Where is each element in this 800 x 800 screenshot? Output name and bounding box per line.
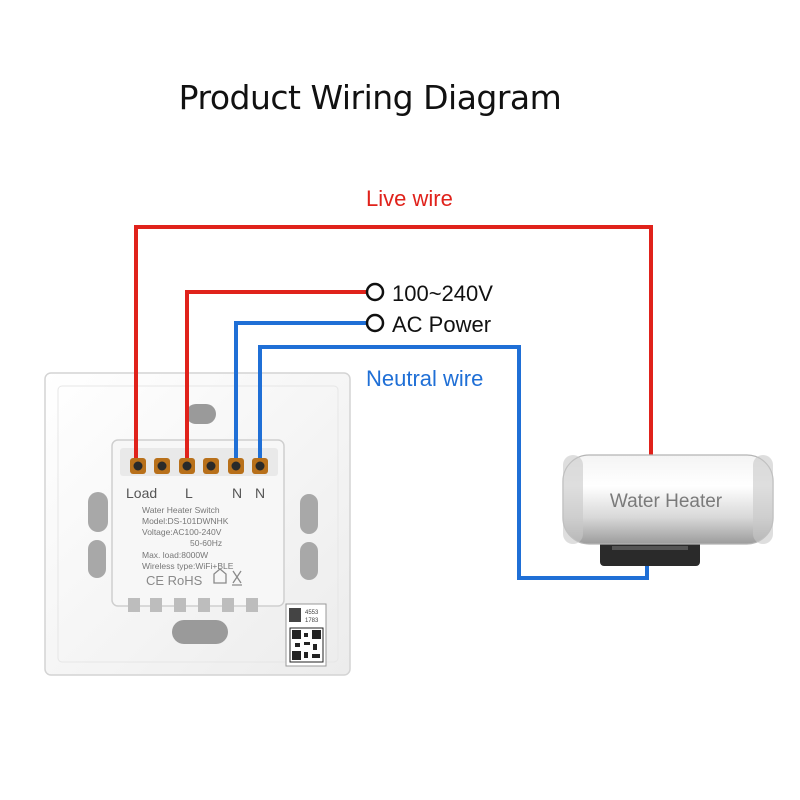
mounting-slot	[172, 620, 228, 644]
label-line-2: Model:DS-101DWNHK	[142, 516, 229, 526]
mounting-slot	[300, 542, 318, 580]
mounting-slot	[186, 404, 216, 424]
heater-label: Water Heater	[610, 491, 723, 512]
neutral-wire-heater	[258, 345, 649, 580]
live-wire-label: Live wire	[366, 186, 453, 211]
neutral-wire-label: Neutral wire	[366, 366, 484, 391]
power-terminal-live	[365, 282, 385, 302]
page-title: Product Wiring Diagram	[178, 78, 562, 117]
neutral-wire-ac	[234, 321, 366, 458]
qr-code-icon	[289, 627, 324, 663]
terminal-n2-label: N	[255, 485, 265, 501]
ac-power-label: AC Power	[392, 312, 492, 337]
qr-number-2: 1783	[305, 618, 319, 624]
label-line-4: 50-60Hz	[190, 538, 222, 548]
power-terminal-neutral	[365, 313, 385, 333]
terminal-n1-label: N	[232, 485, 242, 501]
terminal-l-label: L	[185, 485, 193, 501]
label-line-5: Max. load:8000W	[142, 550, 208, 560]
mounting-slot	[88, 492, 108, 532]
voltage-label: 100~240V	[392, 281, 493, 306]
label-line-3: Voltage:AC100-240V	[142, 527, 222, 537]
water-heater: Water Heater	[562, 454, 774, 566]
weee-bin-icon	[232, 570, 242, 586]
live-wire-l	[185, 290, 366, 458]
live-wire-load	[134, 225, 653, 462]
label-line-1: Water Heater Switch	[142, 505, 220, 515]
terminal-block	[130, 458, 268, 474]
mounting-slot	[88, 540, 106, 578]
label-line-6: Wireless type:WiFi+BLE	[142, 561, 234, 571]
certification-marks: CE RoHS	[146, 573, 203, 588]
mounting-slot	[300, 494, 318, 534]
home-icon	[213, 568, 227, 584]
qr-number-1: 4553	[305, 610, 319, 616]
app-icon	[289, 608, 301, 622]
qr-sticker: 4553 1783	[285, 603, 327, 667]
terminal-load-label: Load	[126, 485, 157, 501]
